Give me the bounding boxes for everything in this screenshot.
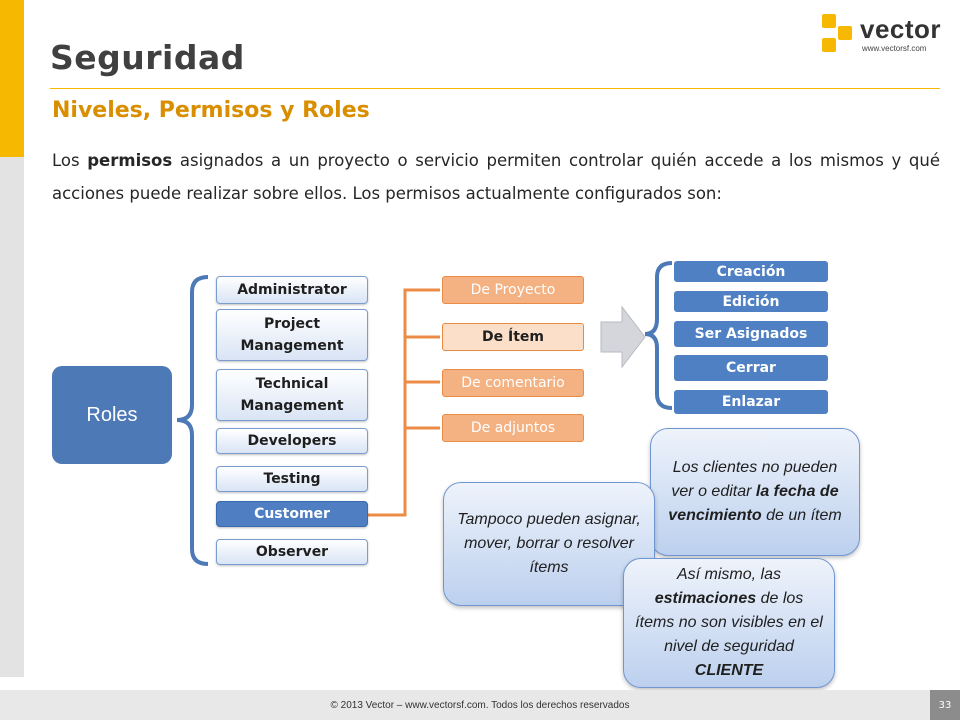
note-restrictions-text: Tampoco pueden asignar, mover, borrar o … <box>457 511 641 576</box>
intro-bold: permisos <box>87 151 173 170</box>
permission-project[interactable]: De Proyecto <box>442 276 584 304</box>
side-bar <box>0 157 24 677</box>
footer-strip <box>0 690 960 720</box>
footer-copyright: © 2013 Vector – www.vectorsf.com. Todos … <box>330 700 630 711</box>
role-project-management[interactable]: Project Management <box>216 309 368 361</box>
action-link[interactable]: Enlazar <box>674 390 828 414</box>
page-subtitle: Niveles, Permisos y Roles <box>52 98 370 123</box>
title-divider <box>50 88 940 89</box>
note-estimates: Así mismo, las estimaciones de los ítems… <box>623 558 835 688</box>
action-creation[interactable]: Creación <box>674 261 828 282</box>
roles-root-box: Roles <box>52 366 172 464</box>
permission-attachments[interactable]: De adjuntos <box>442 414 584 442</box>
logo-word: vector <box>860 14 942 44</box>
action-be-assigned[interactable]: Ser Asignados <box>674 321 828 347</box>
note-estimates-text: Así mismo, las estimaciones de los ítems… <box>635 566 823 679</box>
actions-bracket <box>644 261 673 410</box>
role-developers[interactable]: Developers <box>216 428 368 454</box>
note-due-date-text: Los clientes no pueden ver o editar la f… <box>668 459 842 524</box>
logo-url: www.vectorsf.com <box>862 44 927 53</box>
intro-paragraph: Los permisos asignados a un proyecto o s… <box>52 144 940 210</box>
permission-connector-main <box>368 288 440 517</box>
note-restrictions: Tampoco pueden asignar, mover, borrar o … <box>443 482 655 606</box>
role-testing[interactable]: Testing <box>216 466 368 492</box>
role-observer[interactable]: Observer <box>216 539 368 565</box>
roles-bracket <box>176 275 209 566</box>
permission-item[interactable]: De Ítem <box>442 323 584 351</box>
role-technical-management[interactable]: Technical Management <box>216 369 368 421</box>
page-title: Seguridad <box>50 38 245 77</box>
accent-bar <box>0 0 24 157</box>
permission-comment[interactable]: De comentario <box>442 369 584 397</box>
page-number: 33 <box>930 690 960 720</box>
intro-text-1: Los <box>52 151 88 170</box>
arrow-icon <box>600 305 646 369</box>
vector-logo: vector www.vectorsf.com <box>820 10 945 60</box>
role-administrator[interactable]: Administrator <box>216 276 368 304</box>
intro-text-2: asignados a un proyecto o servicio permi… <box>52 151 940 203</box>
action-close[interactable]: Cerrar <box>674 355 828 381</box>
vector-logo-icon <box>822 14 852 52</box>
action-edit[interactable]: Edición <box>674 291 828 312</box>
note-due-date: Los clientes no pueden ver o editar la f… <box>650 428 860 556</box>
role-customer[interactable]: Customer <box>216 501 368 527</box>
